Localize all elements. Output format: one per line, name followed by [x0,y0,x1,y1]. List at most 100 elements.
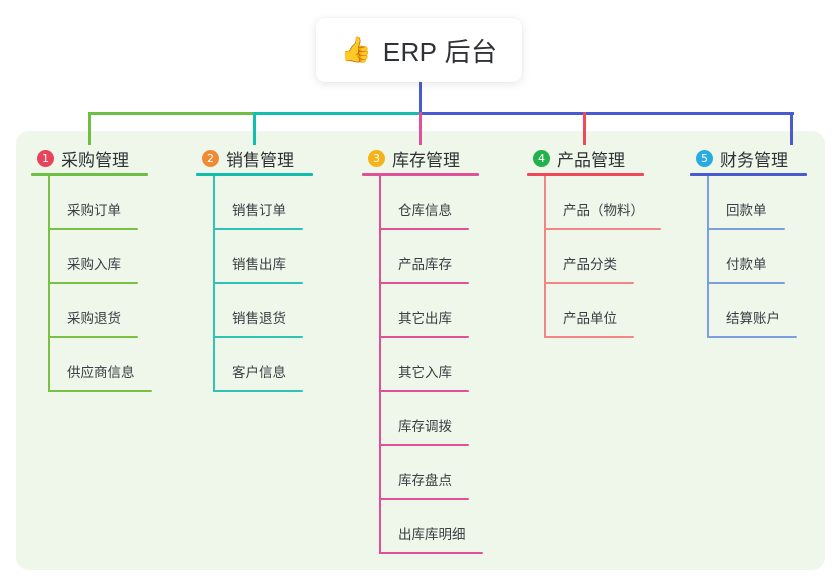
branch-item-rule [213,390,303,392]
branch-header-rule [196,173,313,176]
bus-segment-2 [253,112,422,115]
branch-number-badge: 2 [202,149,219,167]
branch-item[interactable]: 采购退货 [31,284,191,338]
root-stem-line [419,82,422,115]
branch-item-label: 采购入库 [67,257,121,272]
branch-number-badge: 3 [368,149,385,167]
branch-item-list: 回款单付款单结算账户 [690,176,839,338]
branch-item[interactable]: 付款单 [690,230,839,284]
branch-item-rule [707,336,797,338]
branch-item-label: 产品库存 [398,257,452,272]
branch-number-badge: 5 [696,149,713,167]
branch-item[interactable]: 库存盘点 [362,446,522,500]
branch-item-label: 采购订单 [67,203,121,218]
branch-item[interactable]: 销售订单 [196,176,356,230]
branch-item-list: 销售订单销售出库销售退货客户信息 [196,176,356,392]
branch-item-rule [544,228,661,230]
branch-item-rule [379,444,469,446]
branch-item-rule [48,390,152,392]
branch-item-label: 采购退货 [67,311,121,326]
branch-item-rule [707,228,785,230]
branch-item[interactable]: 其它出库 [362,284,522,338]
branch-item-list: 产品（物料） 产品分类产品单位 [527,176,687,338]
branch-drop-1 [88,112,91,145]
branch-number-badge: 1 [37,149,54,167]
branch-title: 采购管理 [61,150,129,170]
branch-item-rule [379,498,469,500]
branch-item-rule [707,282,785,284]
branch-item-rule [544,282,634,284]
branch-item[interactable]: 回款单 [690,176,839,230]
bus-segment-1 [88,112,256,115]
thumbs-up-icon: 👍 [340,35,372,64]
branch-item[interactable]: 销售退货 [196,284,356,338]
branch-drop-3 [419,112,422,145]
bus-segment-3 [419,112,794,115]
branch-item[interactable]: 结算账户 [690,284,839,338]
branch-drop-2 [253,112,256,145]
branch-item-label: 供应商信息 [67,365,135,380]
branch-title: 产品管理 [557,150,625,170]
branch-item-rule [379,552,483,554]
branch-item-rule [379,282,469,284]
branch-item-rule [48,282,138,284]
branch-column-1: 1 采购管理采购订单采购入库采购退货供应商信息 [31,146,152,392]
branch-item-label: 销售出库 [232,257,286,272]
root-node[interactable]: 👍 ERP 后台 [316,18,522,82]
branch-item[interactable]: 其它入库 [362,338,522,392]
branch-header-3[interactable]: 3 库存管理 [362,146,479,176]
branch-title: 库存管理 [392,150,460,170]
branch-header-rule [31,173,148,176]
branch-item-label: 产品（物料） [563,203,644,218]
branch-item[interactable]: 出库库明细 [362,500,522,554]
branch-item-label: 库存调拨 [398,419,452,434]
branch-item-label: 其它入库 [398,365,452,380]
branch-spine [213,176,215,392]
branch-item-label: 其它出库 [398,311,452,326]
branch-header-4[interactable]: 4 产品管理 [527,146,644,176]
branch-number-badge: 4 [533,149,550,167]
branch-header-rule [690,173,807,176]
branch-header-5[interactable]: 5 财务管理 [690,146,807,176]
branch-item-rule [48,336,138,338]
branch-item[interactable]: 供应商信息 [31,338,191,392]
branch-item[interactable]: 库存调拨 [362,392,522,446]
branch-header-2[interactable]: 2 销售管理 [196,146,313,176]
branch-item-label: 结算账户 [726,311,780,326]
branch-item-list: 采购订单采购入库采购退货供应商信息 [31,176,191,392]
branch-item-label: 回款单 [726,203,767,218]
branch-item[interactable]: 销售出库 [196,230,356,284]
branch-item[interactable]: 采购入库 [31,230,191,284]
branch-header-1[interactable]: 1 采购管理 [31,146,148,176]
branch-spine [48,176,50,392]
branch-header-rule [527,173,644,176]
branch-item[interactable]: 产品单位 [527,284,687,338]
branch-item[interactable]: 产品分类 [527,230,687,284]
branch-item-rule [213,228,303,230]
branch-item-label: 客户信息 [232,365,286,380]
branch-title: 财务管理 [720,150,788,170]
branch-drop-5 [790,112,793,145]
branch-item[interactable]: 仓库信息 [362,176,522,230]
branch-item[interactable]: 产品库存 [362,230,522,284]
branch-item-label: 库存盘点 [398,473,452,488]
branch-item-label: 付款单 [726,257,767,272]
branch-item-rule [213,336,303,338]
root-title: ERP 后台 [382,36,498,67]
branch-title: 销售管理 [226,150,294,170]
branch-drop-4 [583,112,586,145]
branch-item[interactable]: 采购订单 [31,176,191,230]
branch-spine [379,176,381,554]
branch-item-label: 出库库明细 [398,527,466,542]
branch-item[interactable]: 产品（物料） [527,176,687,230]
branch-spine [544,176,546,338]
branch-item[interactable]: 客户信息 [196,338,356,392]
branch-item-label: 销售退货 [232,311,286,326]
branch-item-rule [379,336,469,338]
branch-column-5: 5 财务管理回款单付款单结算账户 [690,146,807,338]
branch-item-rule [379,228,469,230]
branch-item-label: 产品分类 [563,257,617,272]
